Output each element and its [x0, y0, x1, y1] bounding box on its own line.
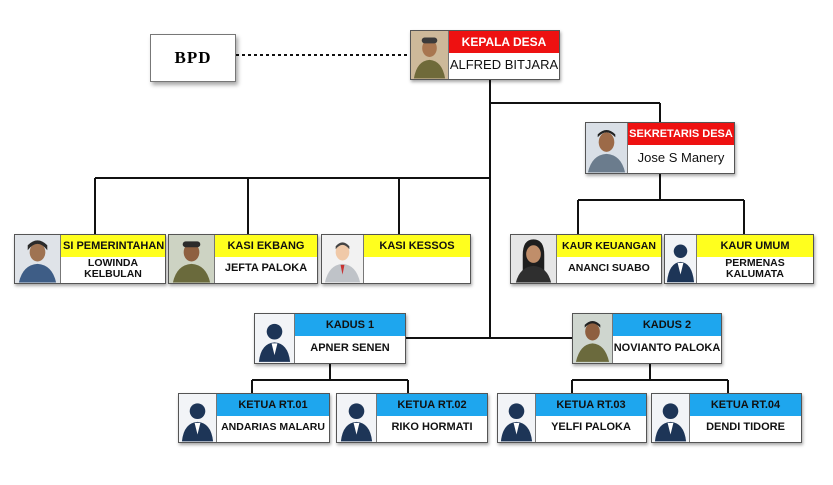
sekretaris-desa-box: SEKRETARIS DESA Jose S Manery — [585, 122, 735, 174]
kasi-kessos-photo — [322, 235, 364, 283]
ketua-rt01-name: ANDARIAS MALARU — [221, 421, 325, 434]
kaur-umum-title: KAUR UMUM — [697, 235, 813, 257]
kaur-keuangan-photo — [511, 235, 557, 283]
kaur-umum-box: KAUR UMUM PERMENAS KALUMATA — [664, 234, 814, 284]
kasi-kessos-name — [364, 255, 470, 283]
kadus-2-title: KADUS 2 — [613, 314, 721, 336]
avatar-placeholder-icon — [340, 403, 373, 442]
sekretaris-desa-name: Jose S Manery — [637, 150, 725, 166]
avatar-placeholder-icon — [666, 244, 695, 283]
sekretaris-desa-photo — [586, 123, 628, 173]
kepala-desa-box: KEPALA DESA ALFRED BITJARA — [410, 30, 560, 80]
kadus-1-title: KADUS 1 — [295, 314, 405, 336]
ketua-rt02-title: KETUA RT.02 — [377, 394, 487, 416]
bpd-box: BPD — [150, 34, 236, 82]
avatar-placeholder-icon — [654, 403, 687, 442]
kasi-kessos-box: KASI KESSOS — [321, 234, 471, 284]
kepala-desa-photo — [411, 31, 449, 79]
ketua-rt04-photo — [652, 394, 690, 442]
kadus-2-box: KADUS 2 NOVIANTO PALOKA — [572, 313, 722, 364]
ketua-rt01-photo — [179, 394, 217, 442]
kaur-umum-photo — [665, 235, 697, 283]
kadus-1-name: APNER SENEN — [310, 341, 390, 354]
kadus-2-name: NOVIANTO PALOKA — [613, 341, 721, 354]
kasi-ekbang-name: JEFTA PALOKA — [224, 262, 308, 275]
ketua-rt04-box: KETUA RT.04 DENDI TIDORE — [651, 393, 802, 443]
ketua-rt02-box: KETUA RT.02 RIKO HORMATI — [336, 393, 488, 443]
bpd-label: BPD — [174, 48, 212, 67]
kasi-kessos-title: KASI KESSOS — [364, 235, 470, 257]
ketua-rt02-photo — [337, 394, 377, 442]
ketua-rt03-box: KETUA RT.03 YELFI PALOKA — [497, 393, 647, 443]
kasi-pemerintahan-box: SI PEMERINTAHAN LOWINDA KELBULAN — [14, 234, 166, 284]
kasi-ekbang-photo — [169, 235, 215, 283]
ketua-rt03-photo — [498, 394, 536, 442]
kadus-2-photo — [573, 314, 613, 363]
kaur-umum-name: PERMENAS KALUMATA — [725, 256, 785, 280]
ketua-rt04-name: DENDI TIDORE — [706, 421, 785, 434]
ketua-rt03-name: YELFI PALOKA — [551, 421, 631, 434]
kaur-keuangan-title: KAUR KEUANGAN — [557, 235, 661, 257]
kadus-1-photo — [255, 314, 295, 363]
ketua-rt01-box: KETUA RT.01 ANDARIAS MALARU — [178, 393, 330, 443]
kasi-ekbang-title: KASI EKBANG — [215, 235, 317, 257]
kaur-keuangan-box: KAUR KEUANGAN ANANCI SUABO — [510, 234, 662, 284]
avatar-placeholder-icon — [258, 323, 291, 362]
kasi-pemerintahan-name: LOWINDA KELBULAN — [84, 256, 142, 280]
ketua-rt04-title: KETUA RT.04 — [690, 394, 801, 416]
sekretaris-desa-title: SEKRETARIS DESA — [628, 123, 734, 145]
kadus-1-box: KADUS 1 APNER SENEN — [254, 313, 406, 364]
ketua-rt02-name: RIKO HORMATI — [391, 421, 473, 434]
avatar-placeholder-icon — [181, 403, 214, 442]
kasi-pemerintahan-photo — [15, 235, 61, 283]
avatar-placeholder-icon — [500, 403, 533, 442]
kasi-ekbang-box: KASI EKBANG JEFTA PALOKA — [168, 234, 318, 284]
ketua-rt03-title: KETUA RT.03 — [536, 394, 646, 416]
kepala-desa-name: ALFRED BITJARA — [449, 57, 559, 73]
ketua-rt01-title: KETUA RT.01 — [217, 394, 329, 416]
avatar-placeholder-icon — [324, 242, 361, 283]
kepala-desa-title: KEPALA DESA — [449, 31, 559, 53]
kaur-keuangan-name: ANANCI SUABO — [568, 262, 650, 275]
kasi-pemerintahan-title: SI PEMERINTAHAN — [61, 235, 165, 257]
